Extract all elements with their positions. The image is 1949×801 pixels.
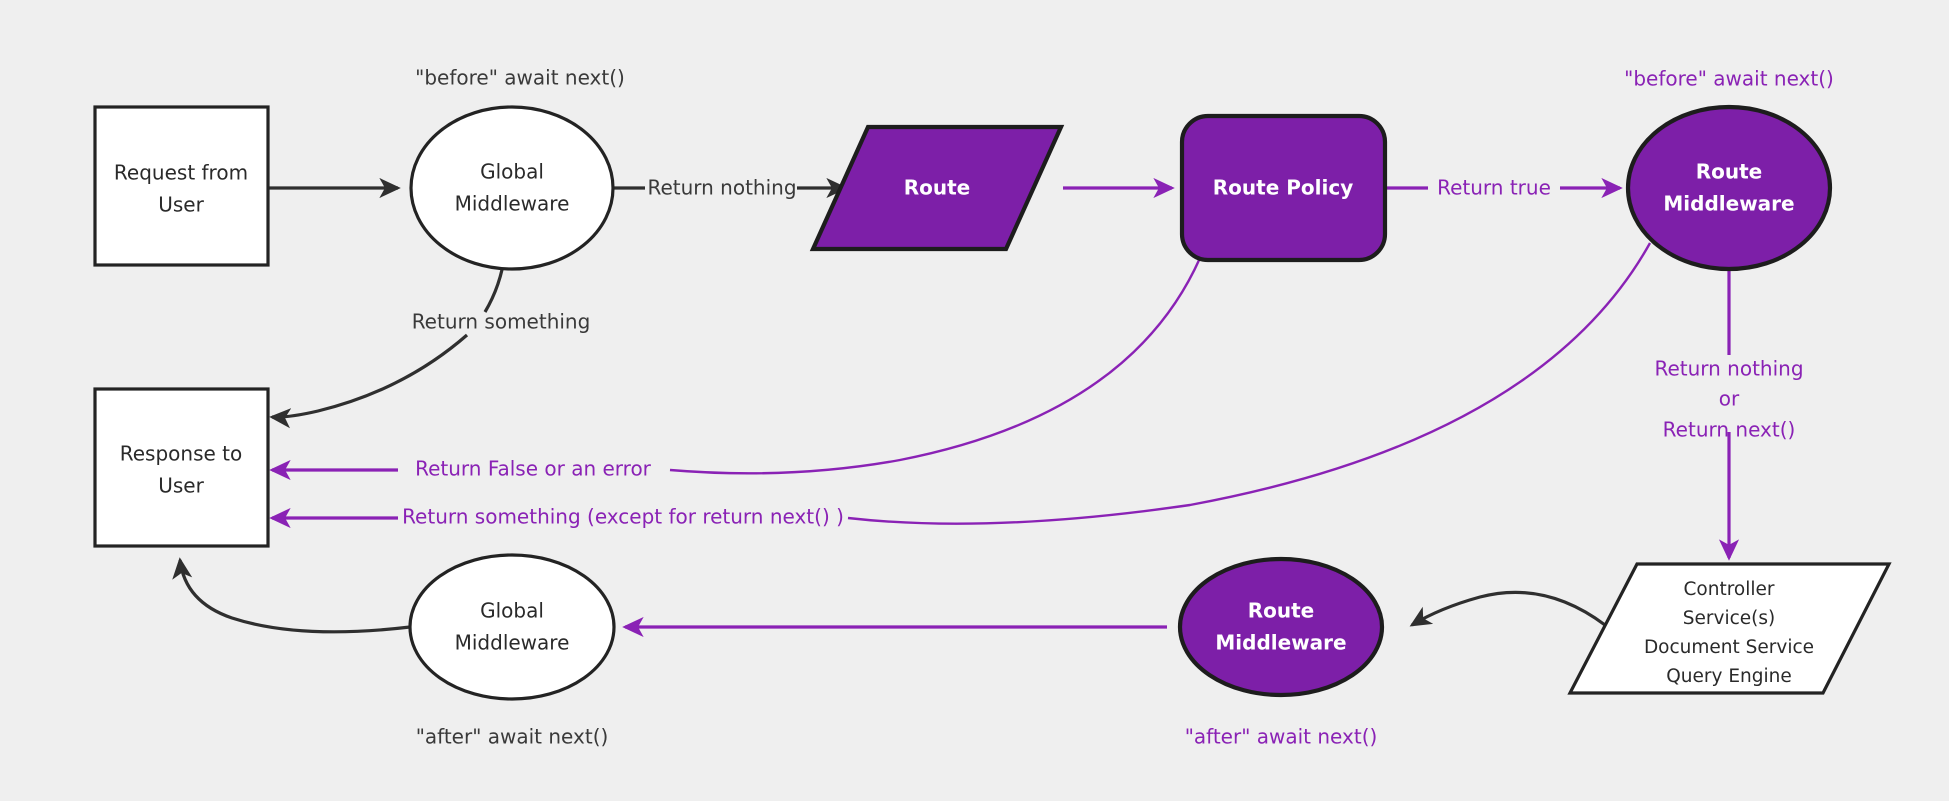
route-policy-label: Route Policy — [1213, 176, 1353, 200]
edge-label-return-nothing: Return nothing — [647, 176, 796, 200]
global-middleware-bottom-ellipse[interactable] — [408, 553, 616, 701]
request-from-user-box[interactable] — [93, 105, 270, 267]
controller-stack-label-line1: Controller — [1683, 579, 1774, 600]
request-from-user-label-line1: Request from — [114, 161, 248, 185]
controller-stack-parallelogram[interactable] — [1567, 562, 1892, 695]
response-to-user-label-line2: User — [158, 474, 204, 498]
controller-stack-label-line3: Document Service — [1644, 637, 1814, 658]
route-policy-box[interactable] — [1179, 113, 1388, 263]
annotation-before-await-next-global: "before" await next() — [415, 66, 625, 90]
edge-controller-to-route-middleware-bottom — [1409, 590, 1606, 627]
node-route-policy[interactable]: Route Policy — [1179, 113, 1388, 263]
route-middleware-bottom-ellipse[interactable] — [1177, 556, 1385, 698]
edge-label-return-nothing-or-next-line2: or — [1719, 387, 1740, 411]
edge-return-something-to-response — [269, 333, 469, 429]
route-middleware-bottom-label-line2: Middleware — [1215, 631, 1346, 655]
edge-global-middleware-bottom-to-response — [172, 557, 411, 634]
annotation-after-await-next-global: "after" await next() — [416, 725, 609, 749]
node-global-middleware-bottom[interactable]: Global Middleware — [408, 553, 616, 701]
node-response-to-user[interactable]: Response to User — [93, 387, 270, 548]
route-middleware-bottom-label-line1: Route — [1248, 599, 1315, 623]
node-request-from-user[interactable]: Request from User — [93, 105, 270, 267]
global-middleware-bottom-label-line2: Middleware — [455, 631, 570, 655]
global-middleware-top-label-line2: Middleware — [455, 192, 570, 216]
response-to-user-box[interactable] — [93, 387, 270, 548]
node-controller-stack[interactable]: Controller Service(s) Document Service Q… — [1567, 562, 1892, 695]
edge-route-policy-to-response-false — [669, 257, 1202, 475]
route-middleware-top-label-line1: Route — [1696, 160, 1763, 184]
response-to-user-label-line1: Response to — [120, 442, 243, 466]
edge-label-return-nothing-or-next-line1: Return nothing — [1654, 357, 1803, 381]
annotation-after-await-next-route: "after" await next() — [1185, 725, 1378, 749]
edge-label-return-something-except-next: Return something (except for return next… — [402, 505, 844, 529]
node-route-middleware-top[interactable]: Route Middleware — [1625, 104, 1833, 272]
controller-stack-label-line2: Service(s) — [1683, 608, 1775, 629]
route-middleware-top-label-line2: Middleware — [1663, 192, 1794, 216]
global-middleware-top-ellipse[interactable] — [409, 105, 615, 271]
global-middleware-bottom-label-line1: Global — [480, 599, 544, 623]
node-route-middleware-bottom[interactable]: Route Middleware — [1177, 556, 1385, 698]
edge-label-return-nothing-or-next-line3: Return next() — [1663, 418, 1796, 442]
edge-route-middleware-to-response-something — [847, 242, 1652, 525]
controller-stack-label-line4: Query Engine — [1666, 666, 1792, 687]
route-parallelogram[interactable] — [809, 124, 1065, 252]
annotation-before-await-next-route: "before" await next() — [1624, 67, 1834, 91]
request-from-user-label-line2: User — [158, 193, 204, 217]
edge-label-return-false-or-error: Return False or an error — [415, 457, 652, 481]
edge-label-return-something: Return something — [412, 310, 591, 334]
route-label: Route — [904, 176, 971, 200]
node-route[interactable]: Route — [809, 124, 1065, 252]
node-global-middleware-top[interactable]: Global Middleware — [409, 105, 615, 271]
route-middleware-top-ellipse[interactable] — [1625, 104, 1833, 272]
edge-label-return-true: Return true — [1437, 176, 1551, 200]
global-middleware-top-label-line1: Global — [480, 160, 544, 184]
